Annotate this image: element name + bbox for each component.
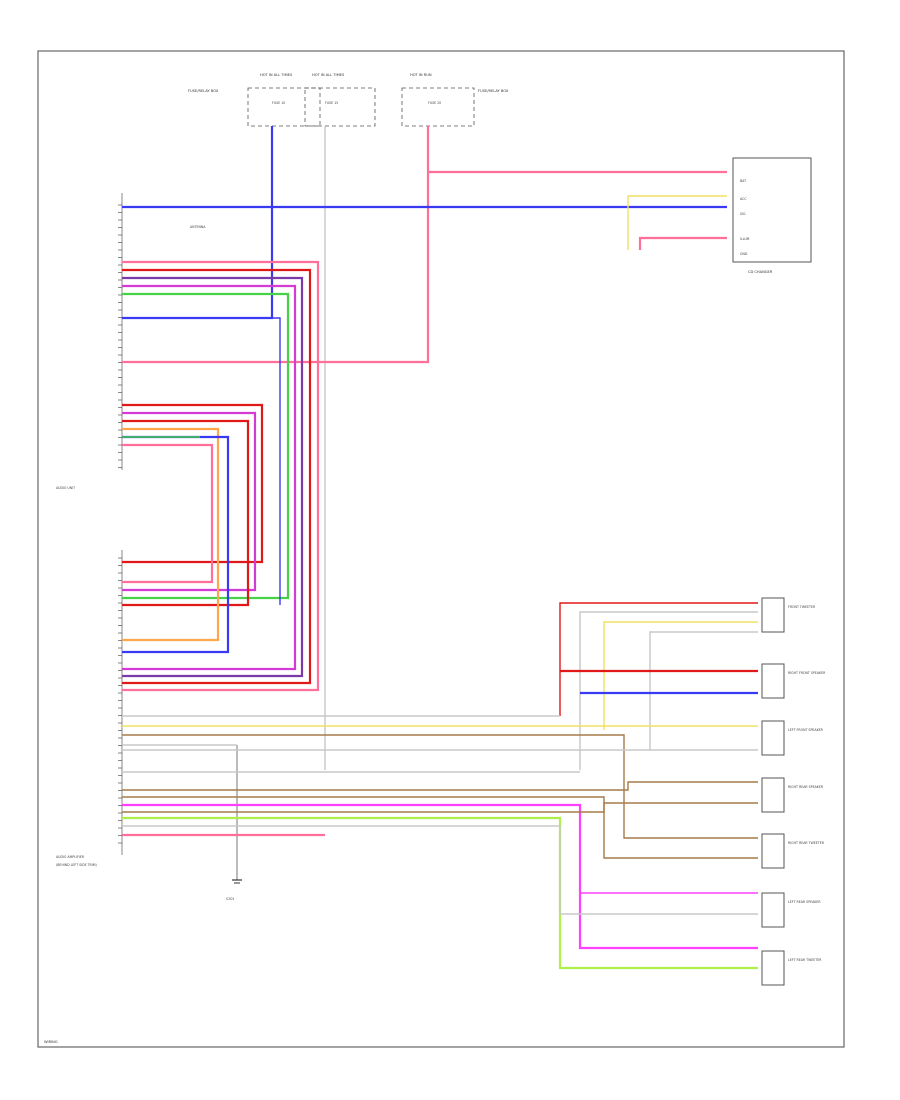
speaker-label: LEFT REAR TWEETER	[788, 958, 822, 962]
wire-amp-9	[122, 802, 758, 813]
wire-upper-1	[122, 260, 320, 692]
wire-spk1-a	[559, 602, 758, 716]
audio-unit-label: AUDIO UNIT	[56, 486, 75, 490]
wire-spk1-b	[579, 611, 758, 770]
wire-lower-1	[122, 403, 264, 564]
speaker-box	[761, 597, 785, 633]
wire-amp-3	[122, 734, 758, 839]
fuse-box-1	[247, 87, 321, 127]
speaker-label: RIGHT REAR SPEAKER	[788, 785, 824, 789]
wire-amp-8	[122, 803, 758, 950]
fuse-block-label-1: FUSE/RELAY BOX	[188, 89, 219, 93]
speaker-label: RIGHT FRONT SPEAKER	[788, 671, 826, 675]
amp-unit-label-2: (BEHIND LEFT SIDE TRIM)	[56, 863, 97, 867]
svg-text:ACC: ACC	[740, 197, 747, 201]
speaker-box	[761, 663, 785, 699]
diagram-frame	[37, 50, 845, 1048]
speaker-box	[761, 777, 785, 813]
fuse-relay-box-group: HOT IN ALL TIMES HOT IN ALL TIMES HOT IN…	[188, 73, 509, 127]
speaker-box	[761, 892, 785, 928]
audio-amplifier: AUDIO AMPLIFIER (BEHIND LEFT SIDE TRIM)	[56, 550, 123, 867]
cd-changer: CD CHANGER BAT ACC SIG ILLUM GND	[732, 157, 812, 274]
speaker-label: FRONT TWEETER	[788, 605, 816, 609]
cd-changer-box	[732, 157, 812, 263]
fuse-box-2	[304, 87, 376, 127]
wire-amp-11	[122, 825, 758, 915]
wire-lower-3	[122, 419, 250, 607]
fuse-block-label-2: FUSE/RELAY BOX	[478, 89, 509, 93]
fuse-id-1: FUSE 10	[272, 101, 285, 105]
audio-unit: AUDIO UNIT ANTENNA	[56, 193, 206, 490]
speaker-box	[761, 720, 785, 756]
speaker-label: LEFT FRONT SPEAKER	[788, 728, 824, 732]
svg-text:BAT: BAT	[740, 179, 746, 183]
wire-lower-2	[122, 411, 257, 592]
wire-upper-3	[122, 276, 304, 678]
speaker-label: LEFT REAR SPEAKER	[788, 900, 821, 904]
speaker-5: RIGHT REAR TWEETER	[761, 833, 825, 869]
svg-text:SIG: SIG	[740, 212, 746, 216]
pin-label-group	[118, 204, 122, 844]
wire-lower-6	[122, 443, 214, 584]
speaker-4: RIGHT REAR SPEAKER	[761, 777, 824, 813]
wire-fuse1-blue	[122, 126, 274, 320]
wire-amp-7	[122, 796, 758, 859]
wire-spk1-c	[603, 621, 758, 730]
ground-label: G301	[226, 897, 235, 901]
speaker-2: RIGHT FRONT SPEAKER	[761, 663, 826, 699]
fuse-top-label-2: HOT IN ALL TIMES	[312, 73, 345, 77]
speaker-6: LEFT REAR SPEAKER	[761, 892, 821, 928]
wire-cd-yellow	[627, 195, 727, 250]
cd-changer-label: CD CHANGER	[748, 270, 773, 274]
wire-spk1-d	[649, 631, 758, 750]
wire-upper-5	[122, 292, 290, 600]
wire-lower-4	[122, 427, 220, 642]
wire-cd-red	[638, 236, 727, 250]
wire-upper-blue	[122, 317, 281, 605]
speaker-box	[761, 950, 785, 986]
svg-text:GND: GND	[740, 252, 748, 256]
speaker-3: LEFT FRONT SPEAKER	[761, 720, 824, 756]
wire-upper-2	[122, 268, 312, 685]
wire-fuse3-pink	[122, 126, 430, 364]
speaker-group: FRONT TWEETER RIGHT FRONT SPEAKER LEFT FRO…	[761, 597, 826, 986]
wire-group	[122, 126, 758, 970]
fuse-box-3	[401, 87, 475, 127]
speaker-label: RIGHT REAR TWEETER	[788, 841, 825, 845]
speaker-box	[761, 833, 785, 869]
svg-text:ILLUM: ILLUM	[740, 237, 750, 241]
fuse-id-2: FUSE 15	[325, 101, 338, 105]
footer-tag: WIRING	[44, 1040, 58, 1044]
ground-symbol: G301	[226, 745, 242, 901]
wire-amp-6	[122, 781, 758, 791]
speaker-1: FRONT TWEETER	[761, 597, 816, 633]
antenna-label: ANTENNA	[190, 225, 206, 229]
speaker-7: LEFT REAR TWEETER	[761, 950, 822, 986]
fuse-top-label-1: HOT IN ALL TIMES	[260, 73, 293, 77]
fuse-top-label-3: HOT IN RUN	[410, 73, 432, 77]
amp-unit-label: AUDIO AMPLIFIER	[56, 855, 85, 859]
wire-upper-4	[122, 284, 297, 671]
fuse-id-3: FUSE 20	[428, 101, 441, 105]
